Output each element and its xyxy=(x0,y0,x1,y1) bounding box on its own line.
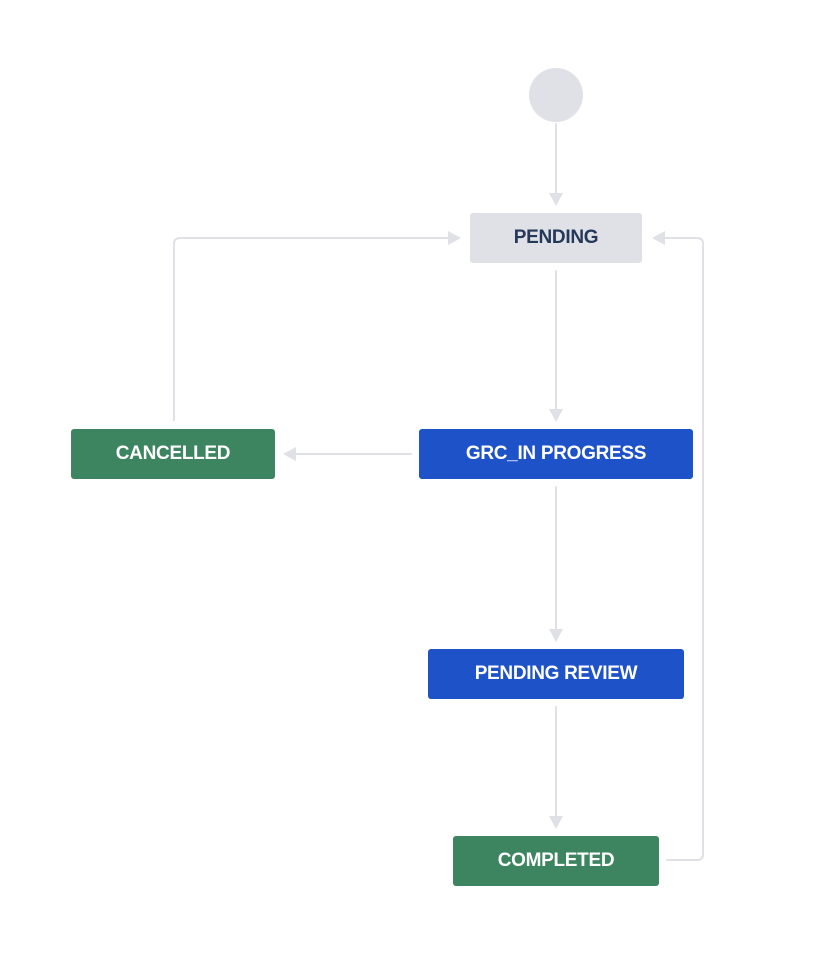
transition-completed-to-pending xyxy=(663,237,704,861)
status-completed[interactable]: COMPLETED xyxy=(453,836,659,886)
arrowhead-icon xyxy=(652,231,665,245)
arrowhead-icon xyxy=(283,447,296,461)
arrowhead-icon xyxy=(549,409,563,422)
status-grc-in-progress[interactable]: GRC_IN PROGRESS xyxy=(419,429,693,479)
arrowhead-icon xyxy=(549,193,563,206)
arrowhead-icon xyxy=(448,231,461,245)
status-pending-review[interactable]: PENDING REVIEW xyxy=(428,649,684,699)
arrowhead-icon xyxy=(549,629,563,642)
start-circle-icon xyxy=(529,68,583,122)
transition-cancelled-to-pending xyxy=(173,237,450,421)
arrowhead-icon xyxy=(549,816,563,829)
status-pending[interactable]: PENDING xyxy=(470,213,642,263)
status-cancelled[interactable]: CANCELLED xyxy=(71,429,275,479)
